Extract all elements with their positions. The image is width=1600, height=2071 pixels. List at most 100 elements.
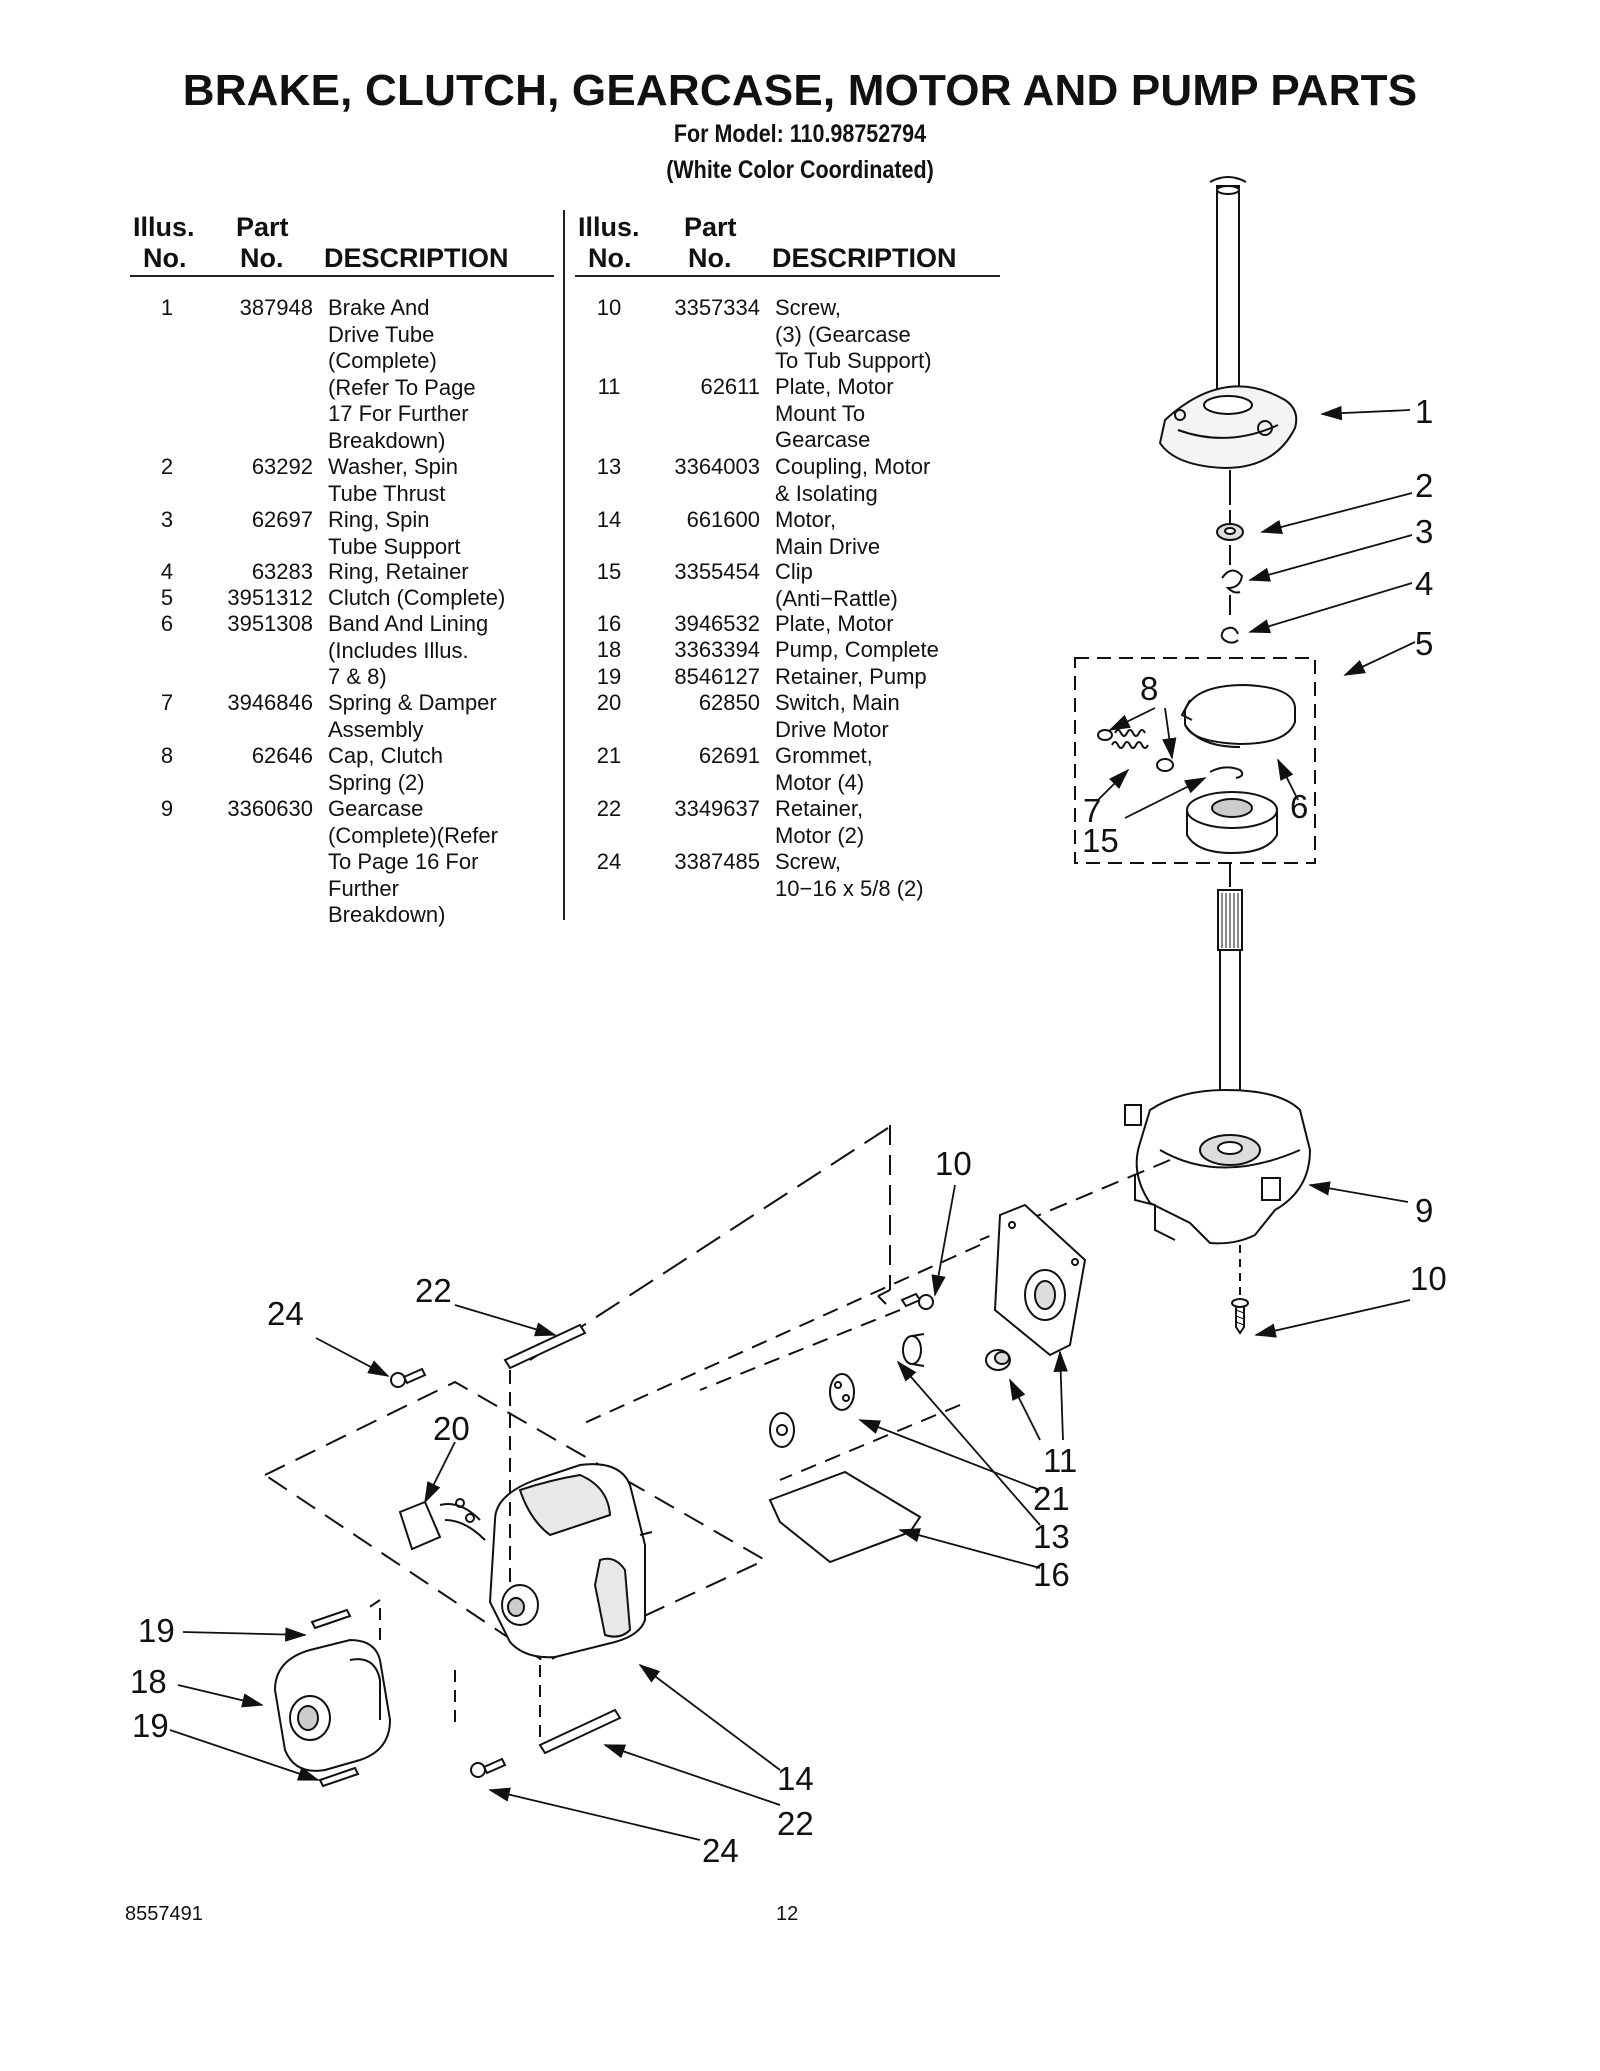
illus-no: 16 [596, 611, 622, 636]
motor-retainer-part [538, 1708, 622, 1755]
page-title: BRAKE, CLUTCH, GEARCASE, MOTOR AND PUMP … [182, 66, 1418, 115]
callout-label: 7 [1083, 792, 1101, 829]
gearcase-screw-part [1231, 1298, 1249, 1335]
callout-label: 14 [777, 1760, 814, 1797]
part-description: Screw, (3) (Gearcase To Tub Support) [775, 295, 932, 373]
part-no: 387948 [239, 295, 313, 320]
col-part-label: Part [236, 212, 289, 242]
spring-damper-part [1097, 729, 1174, 772]
callout-label: 6 [1290, 788, 1308, 825]
part-no: 63283 [251, 559, 313, 584]
part-no: 3946532 [674, 611, 760, 636]
grommet-part [985, 1349, 1011, 1371]
callout-label: 2 [1415, 467, 1433, 504]
coupling-part [769, 1333, 925, 1448]
callout-label: 3 [1415, 513, 1433, 550]
document-number: 8557491 [125, 1903, 203, 1925]
part-description: Clip (Anti−Rattle) [775, 559, 898, 611]
callout-label: 13 [1033, 1518, 1070, 1555]
part-description: Spring & Damper Assembly [328, 690, 497, 742]
header-rule-left [130, 275, 554, 277]
illus-no: 15 [596, 559, 622, 584]
part-description: Grommet, Motor (4) [775, 743, 873, 795]
col-description-label: DESCRIPTION [324, 243, 509, 273]
part-no: 8546127 [674, 664, 760, 689]
callout-label: 9 [1415, 1192, 1433, 1229]
col-illus-no-label: No. [143, 243, 187, 273]
part-no: 62611 [700, 374, 760, 399]
col-illus-label: Illus. [133, 212, 195, 242]
illus-no: 11 [597, 374, 621, 399]
part-no: 62646 [251, 743, 313, 768]
part-no: 3363394 [674, 637, 760, 662]
part-no: 3951312 [227, 585, 313, 610]
part-description: Pump, Complete [775, 637, 939, 662]
pump-retainer-part [318, 1766, 360, 1788]
motor-screw-part [390, 1367, 427, 1388]
pump-part [273, 1638, 392, 1772]
pump-retainer-part [310, 1608, 352, 1630]
motor-screw-part [470, 1757, 507, 1778]
illus-no: 3 [160, 507, 174, 532]
clutch-band-part [1180, 683, 1296, 748]
support-ring-part [1221, 569, 1244, 615]
model-line: For Model: 110.98752794 [673, 120, 927, 148]
part-no: 63292 [251, 454, 313, 479]
illus-no: 21 [596, 743, 622, 768]
callout-label: 22 [415, 1272, 452, 1309]
callout-label: 5 [1415, 625, 1433, 662]
part-no: 3357334 [674, 295, 760, 320]
part-description: Switch, Main Drive Motor [775, 690, 900, 742]
part-description: Gearcase (Complete)(Refer To Page 16 For… [328, 796, 498, 927]
motor-retainer-part [503, 1323, 587, 1370]
diagram-callout-labels: 1 2 3 4 5 8 6 7 15 9 10 10 24 22 20 11 2… [130, 393, 1447, 1869]
part-description: Cap, Clutch Spring (2) [328, 743, 443, 795]
drive-tube-top [1209, 176, 1247, 407]
part-no: 62691 [698, 743, 760, 768]
col-part-label: Part [684, 212, 737, 242]
callout-label: 20 [433, 1410, 470, 1447]
callout-label: 18 [130, 1663, 167, 1700]
part-description: Motor, Main Drive [775, 507, 881, 559]
illus-no: 22 [596, 796, 622, 821]
col-illus-no-label: No. [588, 243, 632, 273]
part-description: Retainer, Pump [775, 664, 927, 689]
part-description: Ring, Spin Tube Support [328, 507, 461, 559]
part-no: 3349637 [674, 796, 760, 821]
callout-label: 24 [702, 1832, 739, 1869]
part-no: 3946846 [227, 690, 313, 715]
part-description: Band And Lining (Includes Illus. 7 & 8) [328, 611, 489, 689]
callout-label: 11 [1043, 1442, 1077, 1479]
part-description: Ring, Retainer [328, 559, 469, 584]
part-no: 62850 [698, 690, 760, 715]
motor-mount-plate-part [993, 1203, 1087, 1357]
callout-label: 8 [1140, 670, 1158, 707]
part-no: 3364003 [674, 454, 760, 479]
clutch-hub-part [1186, 791, 1278, 855]
part-no: 3387485 [674, 849, 760, 874]
callout-label: 4 [1415, 565, 1433, 602]
illus-no: 7 [160, 690, 174, 715]
callout-label: 22 [777, 1805, 814, 1842]
callout-label: 19 [138, 1612, 175, 1649]
callout-label: 10 [935, 1145, 972, 1182]
page-number: 12 [776, 1903, 799, 1925]
callout-label: 16 [1033, 1556, 1070, 1593]
part-description: Retainer, Motor (2) [775, 796, 865, 848]
motor-plate-part [768, 1470, 922, 1564]
callout-label: 21 [1033, 1480, 1070, 1517]
col-illus-label: Illus. [578, 212, 640, 242]
part-no: 661600 [686, 507, 760, 532]
illus-no: 1 [160, 295, 174, 320]
illus-no: 6 [160, 611, 174, 636]
part-no: 62697 [251, 507, 313, 532]
callout-label: 10 [1410, 1260, 1447, 1297]
part-description: Washer, Spin Tube Thrust [328, 454, 459, 506]
part-no: 3355454 [674, 559, 760, 584]
illus-no: 10 [596, 295, 622, 320]
part-description: Clutch (Complete) [328, 585, 506, 610]
illus-no: 4 [160, 559, 174, 584]
illus-no: 8 [160, 743, 174, 768]
anti-rattle-clip-part [1209, 766, 1244, 779]
